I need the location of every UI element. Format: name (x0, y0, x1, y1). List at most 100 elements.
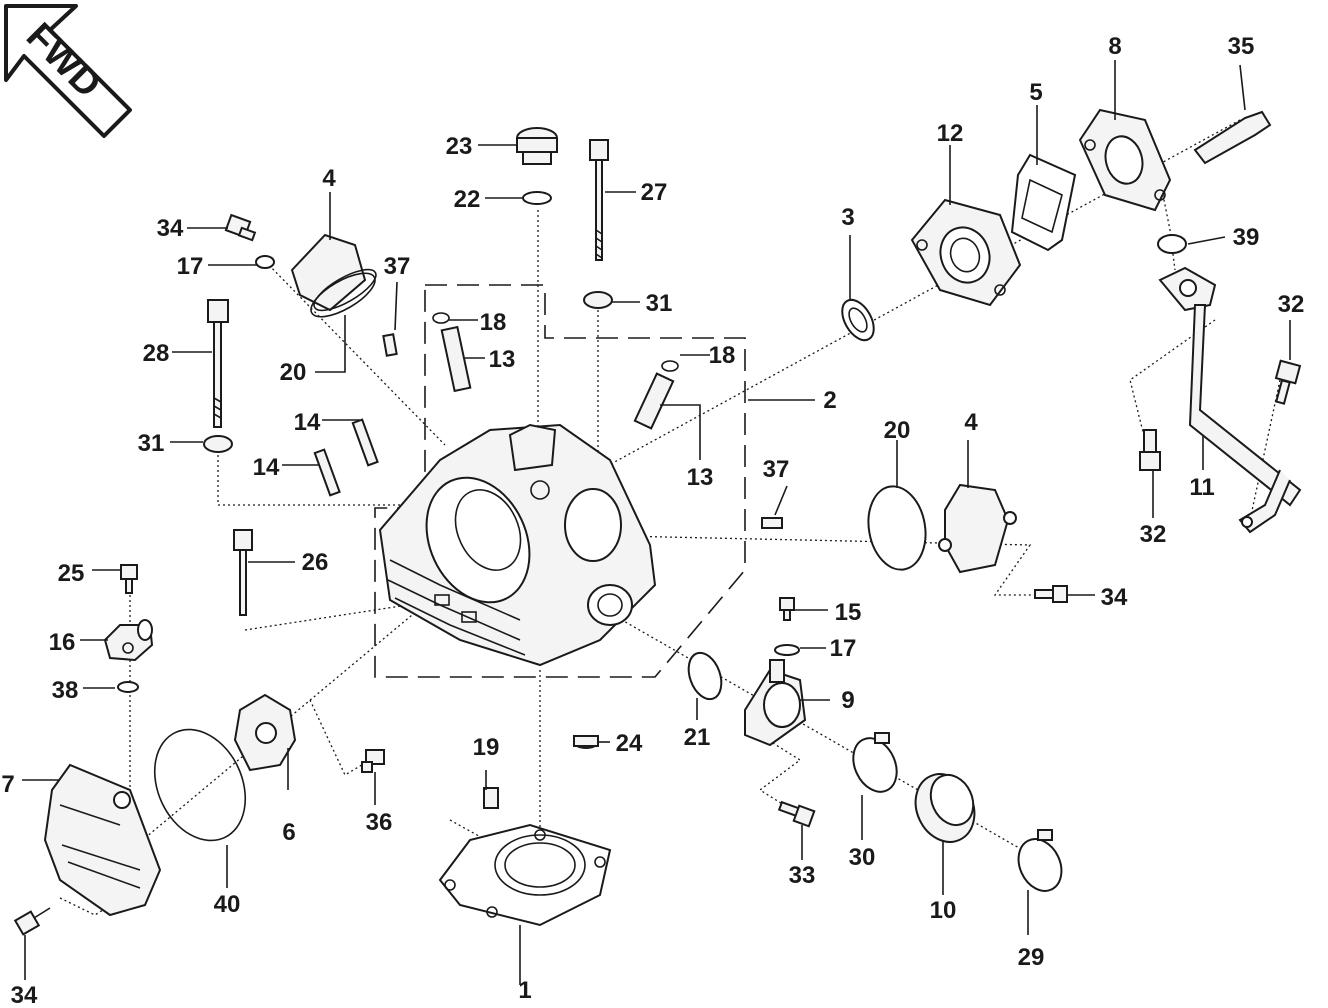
bolt-27 (589, 139, 609, 261)
callout-27: 27 (641, 179, 668, 206)
dowel-pin-19 (483, 787, 499, 809)
callout-7: 7 (1, 771, 14, 798)
bolt-15 (779, 597, 795, 621)
callout-25: 25 (58, 560, 85, 587)
callout-18-right: 18 (709, 342, 736, 369)
cylinder-head (378, 423, 657, 667)
elbow-16 (103, 619, 154, 662)
callout-22: 22 (454, 186, 481, 213)
gasket-5 (1010, 153, 1077, 252)
callout-13-lower: 13 (687, 464, 714, 491)
washer-31-left (203, 435, 233, 453)
insulator-10 (914, 773, 976, 843)
joint-9 (744, 659, 807, 747)
alignment-lines (59, 119, 1281, 916)
clip-18-left (432, 312, 450, 324)
callout-4-right: 4 (964, 409, 978, 436)
callout-17-right: 17 (830, 635, 857, 662)
callout-13-upper: 13 (489, 346, 516, 373)
plug-24 (573, 735, 599, 749)
callout-6: 6 (282, 819, 295, 846)
callout-4-left: 4 (322, 165, 336, 192)
o-ring-38 (117, 681, 139, 693)
clamp-30 (852, 732, 898, 793)
callout-14-upper: 14 (294, 409, 321, 436)
o-ring-22 (522, 191, 552, 205)
callout-14-lower: 14 (253, 454, 280, 481)
callout-19: 19 (473, 734, 500, 761)
callout-21: 21 (684, 724, 711, 751)
o-ring-17-right (774, 644, 800, 656)
callout-31-left: 31 (138, 430, 165, 457)
bolt-36 (361, 749, 385, 773)
callout-38: 38 (52, 677, 79, 704)
valve-guide-13-left (440, 325, 472, 393)
stud-14-lower (313, 448, 341, 497)
callout-12: 12 (937, 120, 964, 147)
side-cover-7 (43, 763, 162, 917)
callout-26: 26 (302, 549, 329, 576)
clamp-29 (1017, 829, 1063, 892)
o-ring-20-left (310, 272, 376, 318)
filler-cap-23 (516, 127, 558, 165)
callout-32-lower: 32 (1140, 521, 1167, 548)
dowel-37-right (761, 517, 783, 529)
insulator-8 (1078, 108, 1172, 212)
callout-33: 33 (789, 862, 816, 889)
intake-pipe-12 (910, 198, 1022, 307)
fwd-arrow-icon: FWD (4, 4, 132, 138)
callout-24: 24 (616, 730, 643, 757)
bolt-33 (777, 800, 816, 828)
o-ring-21 (687, 651, 723, 701)
insulator-gasket-3 (841, 298, 875, 342)
callout-17-left: 17 (177, 253, 204, 280)
callout-20-right: 20 (884, 417, 911, 444)
dowel-37-left (382, 333, 398, 357)
callout-2: 2 (823, 387, 836, 414)
bolt-28 (207, 299, 229, 428)
callout-16: 16 (49, 629, 76, 656)
callout-31-right: 31 (646, 290, 673, 317)
callout-15: 15 (835, 599, 862, 626)
callout-34-right: 34 (1101, 584, 1128, 611)
callout-29: 29 (1018, 944, 1045, 971)
o-ring-20-right (867, 485, 927, 571)
bolt-34-top (224, 213, 257, 242)
callout-36: 36 (366, 809, 393, 836)
callout-35: 35 (1228, 33, 1255, 60)
bolt-35 (1193, 110, 1272, 165)
callout-30: 30 (849, 844, 876, 871)
bolt-34-bottom (13, 907, 51, 936)
callout-11: 11 (1189, 474, 1214, 501)
callout-39: 39 (1233, 224, 1260, 251)
callout-9: 9 (841, 687, 854, 714)
callout-37-right: 37 (763, 456, 790, 483)
callout-18-left: 18 (480, 309, 507, 336)
callout-3: 3 (841, 204, 854, 231)
callout-10: 10 (930, 897, 957, 924)
cap-4-left (290, 233, 377, 312)
bolt-25 (120, 564, 138, 594)
o-ring-17-left (255, 255, 275, 269)
callout-37-left: 37 (384, 253, 411, 280)
plate-6 (233, 693, 297, 772)
callout-20-left: 20 (280, 359, 307, 386)
bolt-34-right (1034, 585, 1068, 603)
callout-8: 8 (1108, 33, 1121, 60)
callout-34-top: 34 (157, 215, 184, 242)
clip-18-right (661, 360, 679, 372)
oil-pipe-11 (1158, 266, 1302, 534)
callout-1: 1 (518, 977, 531, 1004)
o-ring-39 (1157, 234, 1187, 254)
valve-guide-13-right (633, 372, 675, 430)
callout-23: 23 (446, 133, 473, 160)
stud-14-upper (351, 418, 379, 467)
gasket-40 (153, 728, 247, 842)
callout-labels: 1 2 3 4 4 5 6 7 8 9 10 11 12 13 13 14 14… (1, 33, 1304, 1008)
callout-5: 5 (1029, 79, 1042, 106)
washer-31-right (583, 291, 613, 309)
bolt-26 (233, 529, 253, 616)
callout-32-upper: 32 (1278, 291, 1305, 318)
